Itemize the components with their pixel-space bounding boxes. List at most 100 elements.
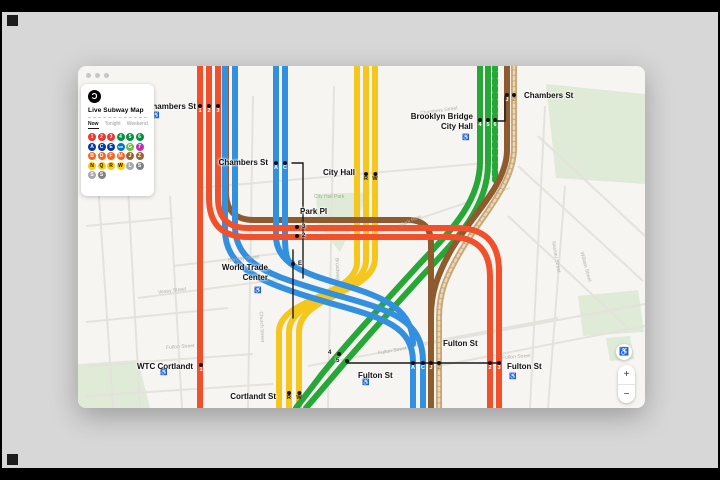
route-bullet-3[interactable]: 3	[107, 133, 115, 141]
route-bullet-sir[interactable]: SIR	[116, 142, 125, 151]
station-marker[interactable]: 3	[216, 104, 220, 114]
route-bullet-l[interactable]: L	[126, 161, 134, 170]
station-chambers-jz[interactable]: Chambers St	[524, 91, 574, 100]
line-456	[293, 66, 483, 408]
tab-weekend[interactable]: Weekend	[126, 121, 148, 127]
station-dot	[505, 93, 509, 97]
station-fulton[interactable]: Fulton St	[358, 371, 393, 380]
connector-bbch-jz	[496, 96, 506, 122]
station-brooklyn-bridge[interactable]: Brooklyn Bridge	[410, 112, 473, 121]
window-controls[interactable]	[86, 73, 109, 78]
window-dot[interactable]	[95, 73, 100, 78]
route-bullet-e[interactable]: E	[107, 142, 115, 151]
station-marker[interactable]: W	[296, 391, 302, 401]
route-bullet-j[interactable]: J	[126, 152, 134, 160]
park-label: City Hall Park	[314, 194, 345, 200]
station-dot	[295, 234, 299, 238]
station-marker[interactable]: R	[364, 172, 368, 182]
route-bullet-f[interactable]: F	[107, 152, 115, 160]
station-marker-label: E	[298, 261, 303, 267]
route-bullet-c[interactable]: C	[97, 142, 106, 151]
bullet-row: A C E SIR G 7	[88, 142, 147, 151]
station-brooklyn-bridge[interactable]: City Hall	[440, 122, 473, 131]
station-marker[interactable]: J	[429, 361, 433, 371]
station-marker[interactable]: W	[372, 172, 378, 182]
route-bullet-w[interactable]: W	[116, 161, 125, 170]
corner-mark-top	[7, 15, 18, 26]
station-marker[interactable]: 2	[207, 104, 211, 114]
station-wtc-cortlandt[interactable]: WTC Cortlandt	[137, 362, 193, 371]
route-bullet-b[interactable]: B	[88, 152, 96, 160]
bullet-row: 1 2 3 4 5 6	[88, 133, 147, 141]
tab-now[interactable]: Now	[88, 121, 99, 129]
accessibility-icon: ♿	[254, 288, 262, 294]
route-bullet-s3[interactable]: S	[97, 171, 106, 179]
route-bullet-d[interactable]: D	[97, 152, 106, 160]
route-bullet-4[interactable]: 4	[116, 133, 125, 141]
station-city-hall[interactable]: City Hall	[322, 168, 355, 177]
window-dot[interactable]	[104, 73, 109, 78]
route-bullet-5[interactable]: 5	[126, 133, 134, 141]
station-marker[interactable]	[295, 225, 299, 229]
route-bullet-7[interactable]: 7	[135, 142, 144, 151]
station-marker[interactable]: A	[274, 161, 278, 171]
route-bullet-m[interactable]: M	[116, 152, 125, 160]
station-marker[interactable]: R	[287, 391, 291, 401]
route-bullet-s2[interactable]: S	[88, 171, 96, 179]
route-bullet-n[interactable]: N	[88, 161, 96, 170]
station-park-pl[interactable]: Park Pl	[300, 207, 328, 216]
route-bullet-6[interactable]: 6	[135, 133, 144, 141]
route-bullet-s[interactable]: S	[135, 161, 144, 170]
window-dot[interactable]	[86, 73, 91, 78]
station-chambers-123[interactable]: Chambers St	[146, 102, 196, 111]
line-456	[303, 66, 491, 408]
station-dot	[486, 118, 490, 122]
route-bullet-r[interactable]: R	[107, 161, 115, 170]
station-marker[interactable]: Z	[512, 93, 516, 103]
station-fulton-e[interactable]: Fulton St	[507, 362, 542, 371]
station-marker[interactable]: A	[411, 361, 415, 371]
station-dot	[478, 118, 482, 122]
zoom-out-button[interactable]: −	[623, 389, 630, 400]
route-bullet-2[interactable]: 2	[97, 133, 106, 141]
station-marker[interactable]	[345, 359, 349, 363]
station-marker[interactable]: 1	[199, 363, 203, 373]
station-marker[interactable]: Z	[437, 361, 441, 371]
station-cortlandt[interactable]: Cortlandt St	[230, 392, 276, 401]
route-bullet-z[interactable]: Z	[135, 152, 144, 160]
line-ace	[273, 66, 416, 347]
route-bullet-g[interactable]: G	[126, 142, 134, 151]
station-marker[interactable]: J	[505, 93, 509, 103]
station-marker[interactable]: 6	[493, 118, 497, 128]
station-dot	[296, 391, 301, 395]
station-marker[interactable]: 2	[488, 361, 492, 371]
station-wtc[interactable]: Center	[242, 273, 268, 282]
station-marker[interactable]: 1	[198, 104, 202, 114]
station-marker[interactable]: 3	[497, 361, 501, 371]
station-marker[interactable]: C	[421, 361, 425, 371]
station-dot	[198, 104, 202, 108]
accessibility-filter-button[interactable]: ♿	[616, 344, 632, 360]
line-ace	[222, 66, 416, 408]
station-fulton-ne[interactable]: Fulton St	[443, 339, 478, 348]
street-label: Broadway	[333, 257, 341, 281]
station-marker[interactable]	[295, 234, 299, 238]
subway-map[interactable]: Barclay Street Vesey Street Fulton Stree…	[78, 66, 645, 408]
route-bullet-1[interactable]: 1	[88, 133, 96, 141]
station-dot	[207, 104, 211, 108]
station-marker[interactable]	[337, 352, 341, 356]
station-marker[interactable]	[291, 262, 295, 266]
zoom-in-button[interactable]: +	[618, 365, 635, 385]
station-marker[interactable]: C	[283, 161, 287, 171]
route-bullet-a[interactable]: A	[88, 142, 96, 151]
route-bullet-q[interactable]: Q	[97, 161, 106, 170]
mta-logo-icon: Ɔ	[88, 90, 101, 103]
station-dot	[199, 363, 203, 367]
tab-tonight[interactable]: Tonight	[104, 121, 121, 127]
station-dot	[216, 104, 220, 108]
station-marker[interactable]: 4	[478, 118, 482, 128]
line-2	[206, 66, 493, 408]
station-marker[interactable]: 5	[486, 118, 490, 128]
station-wtc[interactable]: World Trade	[221, 263, 268, 272]
station-chambers-ac[interactable]: Chambers St	[218, 158, 268, 167]
